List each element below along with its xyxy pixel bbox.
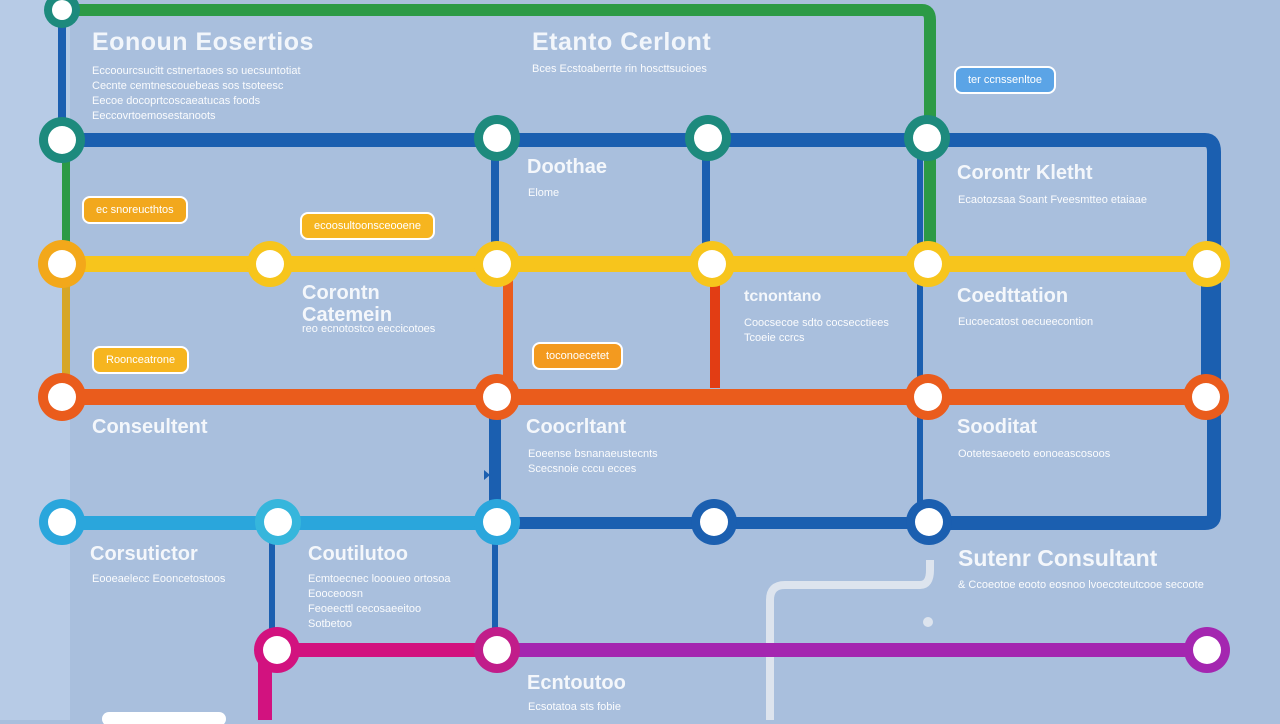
caption-line: Eoeense bsnanaeustecnts xyxy=(528,448,658,460)
grey-dot xyxy=(923,617,933,627)
caption-line: Tcoeie ccrcs xyxy=(744,332,805,344)
heading-sooditat: Sooditat xyxy=(957,416,1037,438)
station-magenta-1 xyxy=(254,627,300,673)
caption-ecntoutoo: Ecsotatoa sts fobie xyxy=(528,700,621,715)
caption-line: Eecoe docoprtcoscaeatucas foods xyxy=(92,95,261,107)
station-teal-3 xyxy=(685,115,731,161)
magenta-line xyxy=(258,643,495,720)
heading-corontr-kletht: Corontr Kletht xyxy=(957,162,1093,184)
caption-line: Elome xyxy=(528,187,560,199)
station-yellow-1 xyxy=(38,240,86,288)
caption-corontn-catemein: reo ecnotostco eeccicotoes xyxy=(302,322,435,337)
heading-top-center: Etanto Cerlont xyxy=(532,28,712,56)
heading-coedttation: Coedttation xyxy=(957,285,1069,307)
tag-tocoonetet[interactable]: toconoecetet xyxy=(534,344,621,368)
caption-line: Ootetesaeoeto eonoeascosoos xyxy=(958,448,1111,460)
caption-line: Eeccovrtoemosestanoots xyxy=(92,110,216,122)
caption-line: Coocsecoe sdto cocsecctiees xyxy=(744,317,889,329)
caption-line: Feoeecttl cecosaeeitoo xyxy=(308,603,422,615)
heading-corontn-catemein: Corontn Catemein xyxy=(302,282,393,326)
caption-tcnontano: Coocsecoe sdto cocsecctiees Tcoeie ccrcs xyxy=(744,316,889,346)
caption-line: Ecaotozsaa Soant Fveesmtteo etaiaae xyxy=(958,194,1147,206)
station-cyan-1 xyxy=(39,499,85,545)
station-magenta-2 xyxy=(474,627,520,673)
tag-bottom-left[interactable] xyxy=(104,714,224,724)
heading-sutenr-consultant: Sutenr Consultant xyxy=(958,545,1158,571)
caption-line: Ecmtoecnec loooueo ortosoa xyxy=(308,573,451,585)
station-teal-4 xyxy=(904,115,950,161)
station-yellow-4 xyxy=(689,241,735,287)
caption-line: Sotbetoo xyxy=(308,618,353,630)
tag-roonceatrone[interactable]: Roonceatrone xyxy=(94,348,188,372)
station-yellow-3 xyxy=(474,241,520,287)
caption-line: Cecnte cemtnescouebeas sos tsoteesc xyxy=(92,80,284,92)
station-purple-1 xyxy=(1184,627,1230,673)
station-orange-3 xyxy=(905,374,951,420)
small-arrow xyxy=(484,470,490,480)
caption-line: Scecsnoie cccu ecces xyxy=(528,463,637,475)
caption-coedttation: Eucoecatost oecueecontion xyxy=(958,315,1093,330)
caption-line: & Ccoeotoe eooto eosnoo lvoecoteutcooe s… xyxy=(958,579,1204,591)
station-yellow-5 xyxy=(905,241,951,287)
station-orange-1 xyxy=(38,373,86,421)
heading-tcnontano: tcnontano xyxy=(744,288,822,305)
tag-top-right-link[interactable]: ter ccnssenltoe xyxy=(956,68,1054,92)
station-teal-1 xyxy=(39,117,85,163)
tag-ecconsultonsent[interactable]: ecoosultoonsceooene xyxy=(302,214,434,238)
tag-ec-shortcuts[interactable]: ec snoreucthtos xyxy=(84,198,186,222)
caption-line: Eooeaelecc Eooncetostoos xyxy=(92,573,226,585)
caption-line: Bces Ecstoaberrte rin hoscttsucioes xyxy=(532,63,707,75)
station-yellow-2 xyxy=(247,241,293,287)
caption-line: Ecsotatoa sts fobie xyxy=(528,701,621,713)
caption-top-left: Eccoourcsucitt cstnertaoes so uecsuntoti… xyxy=(92,64,301,124)
caption-line: Eooceoosn xyxy=(308,588,364,600)
caption-doothae: Elome xyxy=(528,186,559,201)
green-line-top xyxy=(62,4,936,140)
navy-line xyxy=(62,133,1221,530)
station-cyan-3 xyxy=(474,499,520,545)
station-cyan-2 xyxy=(255,499,301,545)
station-yellow-6 xyxy=(1184,241,1230,287)
caption-corsutictor: Eooeaelecc Eooncetostoos xyxy=(92,572,225,587)
station-navy-2 xyxy=(906,499,952,545)
heading-corsutictor: Corsutictor xyxy=(90,543,198,565)
heading-ecntoutoo: Ecntoutoo xyxy=(527,672,626,694)
caption-coutilutoo: Ecmtoecnec loooueo ortosoa Eooceoosn Feo… xyxy=(308,572,450,632)
caption-sutenr-consultant: & Ccoeotoe eooto eosnoo lvoecoteutcooe s… xyxy=(958,578,1204,593)
caption-line: Eccoourcsucitt cstnertaoes so uecsuntoti… xyxy=(92,65,301,77)
heading-coutilutoo: Coutilutoo xyxy=(308,543,408,565)
caption-line: reo ecnotostco eeccicotoes xyxy=(302,323,436,335)
caption-corontr-kletht: Ecaotozsaa Soant Fveesmtteo etaiaae xyxy=(958,193,1147,208)
heading-conseultent: Conseultent xyxy=(92,416,208,438)
caption-coocrltant: Eoeense bsnanaeustecnts Scecsnoie cccu e… xyxy=(528,447,658,477)
heading-top-left: Eonoun Eosertios xyxy=(92,28,314,56)
station-orange-2 xyxy=(474,374,520,420)
station-teal-2 xyxy=(474,115,520,161)
caption-top-center: Bces Ecstoaberrte rin hoscttsucioes xyxy=(532,62,707,77)
grey-line xyxy=(766,560,934,720)
heading-doothae: Doothae xyxy=(527,156,607,178)
station-green-top xyxy=(44,0,80,28)
station-navy-1 xyxy=(691,499,737,545)
caption-line: Eucoecatost oecueecontion xyxy=(958,316,1094,328)
station-orange-4 xyxy=(1183,374,1229,420)
caption-sooditat: Ootetesaeoeto eonoeascosoos xyxy=(958,447,1110,462)
heading-coocrltant: Coocrltant xyxy=(526,416,626,438)
